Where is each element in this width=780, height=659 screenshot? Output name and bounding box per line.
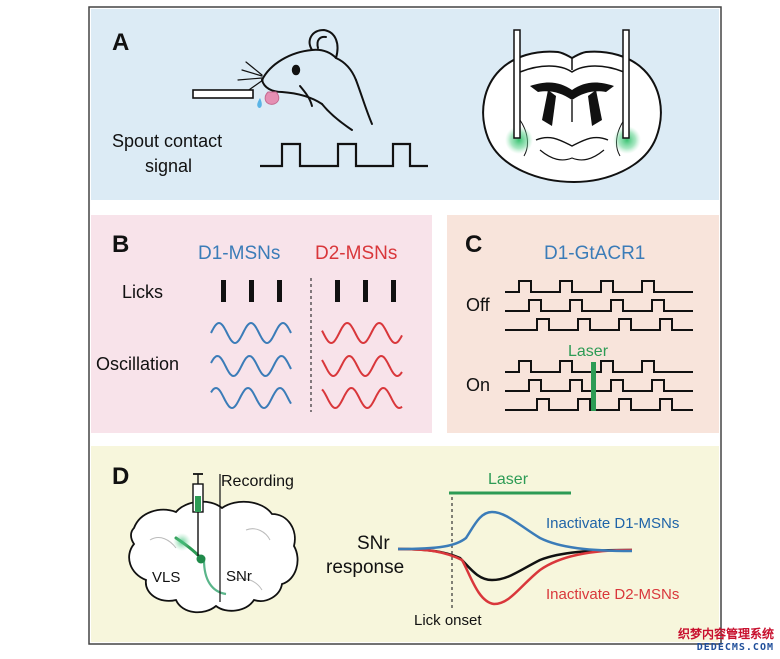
d2-oscillation-trace [321, 321, 403, 345]
d1-oscillation-trace [210, 321, 292, 345]
d2-oscillation-traces [321, 321, 403, 410]
d2-msns-title: D2-MSNs [315, 243, 397, 264]
sagittal-brain-icon [128, 473, 299, 614]
gtacr1-title: D1-GtACR1 [544, 243, 645, 264]
lick-onset-label: Lick onset [414, 612, 482, 629]
recording-label: Recording [221, 473, 294, 490]
d2-inactivation-trace [397, 547, 633, 606]
lick-tick [221, 280, 226, 302]
panel-c-background [447, 215, 719, 433]
mouse-tongue [264, 91, 280, 105]
snr-response-label-line2: response [326, 557, 404, 578]
on-label: On [466, 375, 490, 395]
snr-region-label: SNr [226, 568, 252, 585]
on-lick-train [505, 379, 693, 392]
panel-b-letter: B [112, 231, 129, 258]
inactivate-d1-label: Inactivate D1-MSNs [546, 515, 679, 532]
water-spout [192, 89, 254, 99]
off-label: Off [466, 295, 491, 315]
panel-b: B D1-MSNs D2-MSNs Licks Oscillation [91, 215, 432, 433]
lick-tick [335, 280, 340, 302]
licks-label: Licks [122, 282, 163, 302]
snr-response-label: SNr [357, 533, 390, 554]
d1-oscillation-trace [210, 354, 292, 378]
vls-label: VLS [152, 569, 180, 586]
d1-inactivation-trace [397, 510, 633, 553]
lick-tick [391, 280, 396, 302]
off-lick-train [505, 318, 693, 331]
d2-lick-ticks [335, 280, 396, 302]
lick-train-traces [505, 280, 693, 411]
d2-oscillation-trace [321, 354, 403, 378]
lick-tick [277, 280, 282, 302]
panel-c: C D1-GtACR1 Off On Laser [447, 215, 719, 433]
panel-a-letter: A [112, 29, 129, 56]
lick-tick [249, 280, 254, 302]
panel-d-letter: D [112, 463, 129, 490]
inactivate-d2-label: Inactivate D2-MSNs [546, 586, 679, 603]
oscillation-label: Oscillation [96, 354, 179, 374]
d2-oscillation-trace [321, 386, 403, 410]
lick-tick [363, 280, 368, 302]
d1-oscillation-traces [210, 321, 292, 410]
panel-a: A Spout contact signal [91, 9, 719, 200]
on-lick-train [505, 360, 693, 373]
watermark-line2: DEDECMS.COM [696, 642, 774, 653]
on-lick-train [505, 398, 693, 411]
c-laser-bar [591, 362, 596, 411]
d-laser-label: Laser [488, 471, 529, 488]
spout-contact-label: Spout contact [112, 131, 222, 151]
off-lick-train [505, 299, 693, 312]
panel-d: D Recording VLS SNr SNr response Laser L… [91, 446, 719, 642]
panel-c-letter: C [465, 231, 482, 258]
off-lick-train [505, 280, 693, 293]
d1-lick-ticks [221, 280, 282, 302]
water-drop-icon [257, 98, 262, 108]
d1-msns-title: D1-MSNs [198, 243, 280, 264]
coronal-brain-section-icon [482, 29, 662, 184]
d1-oscillation-trace [210, 386, 292, 410]
mouse-head-icon [237, 29, 373, 131]
spout-contact-signal-trace [260, 142, 428, 168]
spout-contact-label-line2: signal [145, 156, 192, 176]
c-laser-label: Laser [568, 343, 609, 360]
watermark-line1: 织梦内容管理系统 [677, 627, 774, 641]
watermark: 织梦内容管理系统 DEDECMS.COM [678, 627, 774, 655]
